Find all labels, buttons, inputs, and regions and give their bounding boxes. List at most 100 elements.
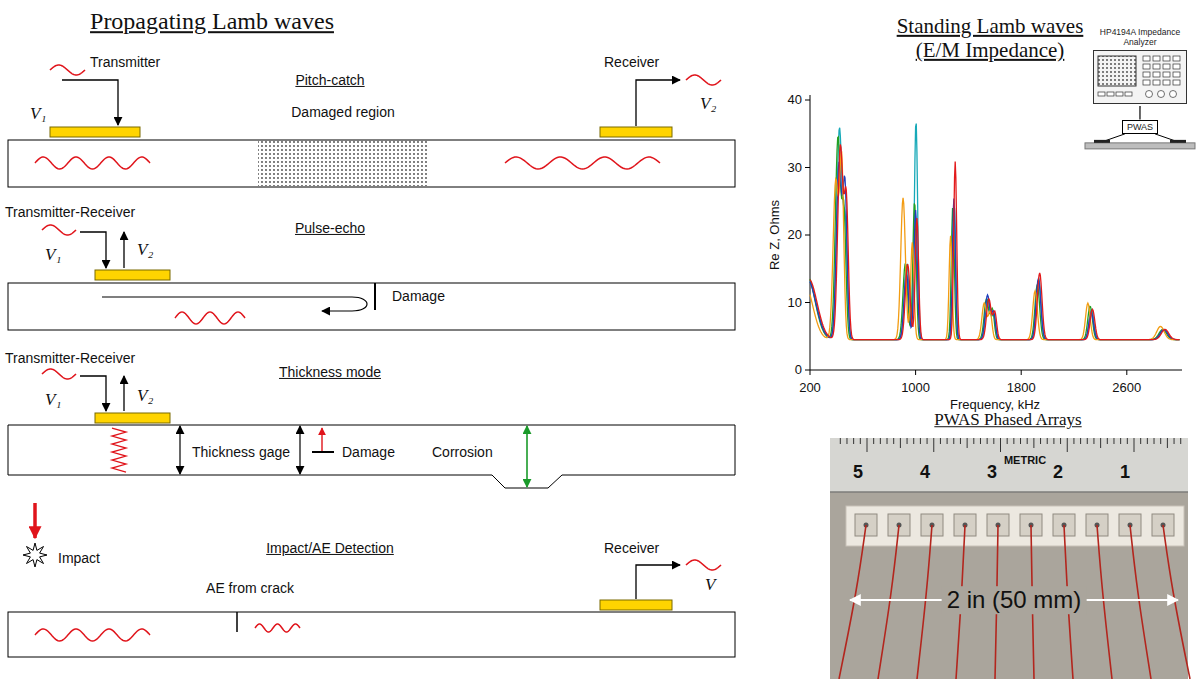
- ruler-tick: [1180, 438, 1181, 444]
- sensor-name: PWAS: [1127, 122, 1153, 132]
- test-plate: [1085, 143, 1195, 149]
- voltage-label: V₂: [137, 240, 153, 260]
- damage-label: Damage: [392, 288, 445, 304]
- wave-signal: [175, 312, 245, 324]
- ruler-tick: [1040, 438, 1041, 444]
- ruler-tick: [887, 438, 888, 444]
- signal-arrow: [636, 565, 680, 599]
- ruler-tick: [1093, 438, 1094, 444]
- ruler-tick: [873, 438, 874, 444]
- ruler-tick: [1060, 438, 1061, 444]
- ruler-tick: [1087, 438, 1088, 444]
- transducer-label-holder: Receiver: [604, 540, 659, 556]
- mode-heading-holder: Thickness mode: [279, 364, 381, 380]
- transducer-label: Transmitter-Receiver: [5, 204, 135, 220]
- ruler-tick: [927, 438, 928, 444]
- crack-line: [312, 451, 334, 453]
- axis-tick: [1126, 370, 1127, 375]
- mode-heading: Pulse-echo: [295, 220, 365, 236]
- voltage-label: V₁: [30, 104, 46, 124]
- ruler-tick: [913, 438, 914, 444]
- crack-line: [236, 612, 238, 632]
- transducer-label: Transmitter: [90, 54, 160, 70]
- thickness-arrow: [179, 426, 180, 474]
- section-title: Standing Lamb waves (E/M Impedance): [890, 14, 1090, 62]
- lead-wire: [1163, 525, 1190, 679]
- wave-signal: [50, 65, 85, 75]
- ruler-tick: [1134, 438, 1135, 452]
- axis-tick-label: 2600: [1112, 381, 1141, 396]
- wave-signal: [255, 624, 300, 632]
- wave-signal: [42, 225, 76, 235]
- axis-tick: [915, 370, 916, 375]
- voltage-label-holder: V₁: [45, 245, 61, 265]
- axis-tick: [805, 235, 810, 236]
- ruler-tick: [940, 438, 941, 444]
- voltage-label-holder: V₁: [30, 104, 46, 124]
- photo-ground: [830, 438, 1188, 679]
- plate: [8, 283, 735, 330]
- ruler-tick: [1100, 438, 1101, 448]
- ruler-tick: [1120, 438, 1121, 444]
- transducer-label: Receiver: [604, 54, 659, 70]
- transducer-label-holder: Transmitter-Receiver: [5, 350, 135, 366]
- section-title: PWAS Phased Arrays: [934, 410, 1081, 430]
- axis-tick: [805, 370, 810, 371]
- axis-tick: [1021, 370, 1022, 375]
- ruler-tick: [1020, 438, 1021, 444]
- mode-heading: Impact/AE Detection: [266, 540, 394, 556]
- lead-wire: [917, 525, 932, 679]
- ruler: [830, 438, 1188, 492]
- ruler-marking: METRIC: [1004, 454, 1046, 467]
- ruler-tick: [1080, 438, 1081, 444]
- thickness-arrow: [299, 426, 300, 474]
- damaged-region: [258, 141, 428, 186]
- plate: [8, 140, 735, 187]
- transducer-label: Receiver: [604, 540, 659, 556]
- plate: [8, 425, 735, 488]
- axis-tick-label-holder: 2600: [1112, 381, 1141, 396]
- reflection-arrow: [321, 428, 322, 451]
- axis-tick-label: 0: [795, 363, 802, 378]
- ruler-number-holder: 4: [920, 462, 930, 483]
- ruler-tick: [980, 438, 981, 444]
- wave-signal: [686, 560, 721, 570]
- ruler-number-holder: 1: [1120, 462, 1130, 483]
- axis-title-holder: Re Z, Ohms: [768, 200, 783, 270]
- lead-wire: [1097, 525, 1112, 679]
- mode-heading-holder: Pulse-echo: [295, 220, 365, 236]
- pwas-transducer: [50, 127, 140, 137]
- axis-tick-label-holder: 0: [795, 363, 802, 378]
- pwas-transducer: [95, 270, 170, 280]
- ruler-tick: [960, 438, 961, 444]
- ruler-tick: [860, 438, 861, 444]
- ruler-tick: [853, 438, 854, 444]
- ruler-number: 4: [920, 462, 930, 483]
- ruler-tick: [1013, 438, 1014, 444]
- ruler-number-holder: 3: [987, 462, 997, 483]
- dimension-label-holder: 2 in (50 mm): [942, 586, 1087, 614]
- echo-arrow: [322, 297, 367, 311]
- event-label-holder: Impact: [58, 550, 100, 566]
- voltage-label: V₂: [700, 94, 716, 114]
- damage-label: Damage: [342, 444, 395, 460]
- mode-heading-holder: Pitch-catch: [295, 72, 364, 88]
- ruler-tick: [1073, 438, 1074, 444]
- damage-label-holder: Damage: [392, 288, 445, 304]
- transducer-label-holder: Transmitter: [90, 54, 160, 70]
- event-label: Impact: [58, 550, 100, 566]
- ruler-tick: [893, 438, 894, 444]
- axis-title: Re Z, Ohms: [768, 200, 783, 270]
- analyzer-icon: [1093, 50, 1187, 104]
- ruler-number: 5: [853, 462, 863, 483]
- axis-tick: [805, 100, 810, 101]
- dimension-label: 2 in (50 mm): [942, 586, 1087, 614]
- transducer-label-holder: Transmitter-Receiver: [5, 204, 135, 220]
- ruler-tick: [973, 438, 974, 444]
- ruler-tick: [1067, 438, 1068, 452]
- ruler-tick: [840, 438, 841, 444]
- ruler-number-holder: 5: [853, 462, 863, 483]
- voltage-label-holder: V₂: [137, 386, 153, 406]
